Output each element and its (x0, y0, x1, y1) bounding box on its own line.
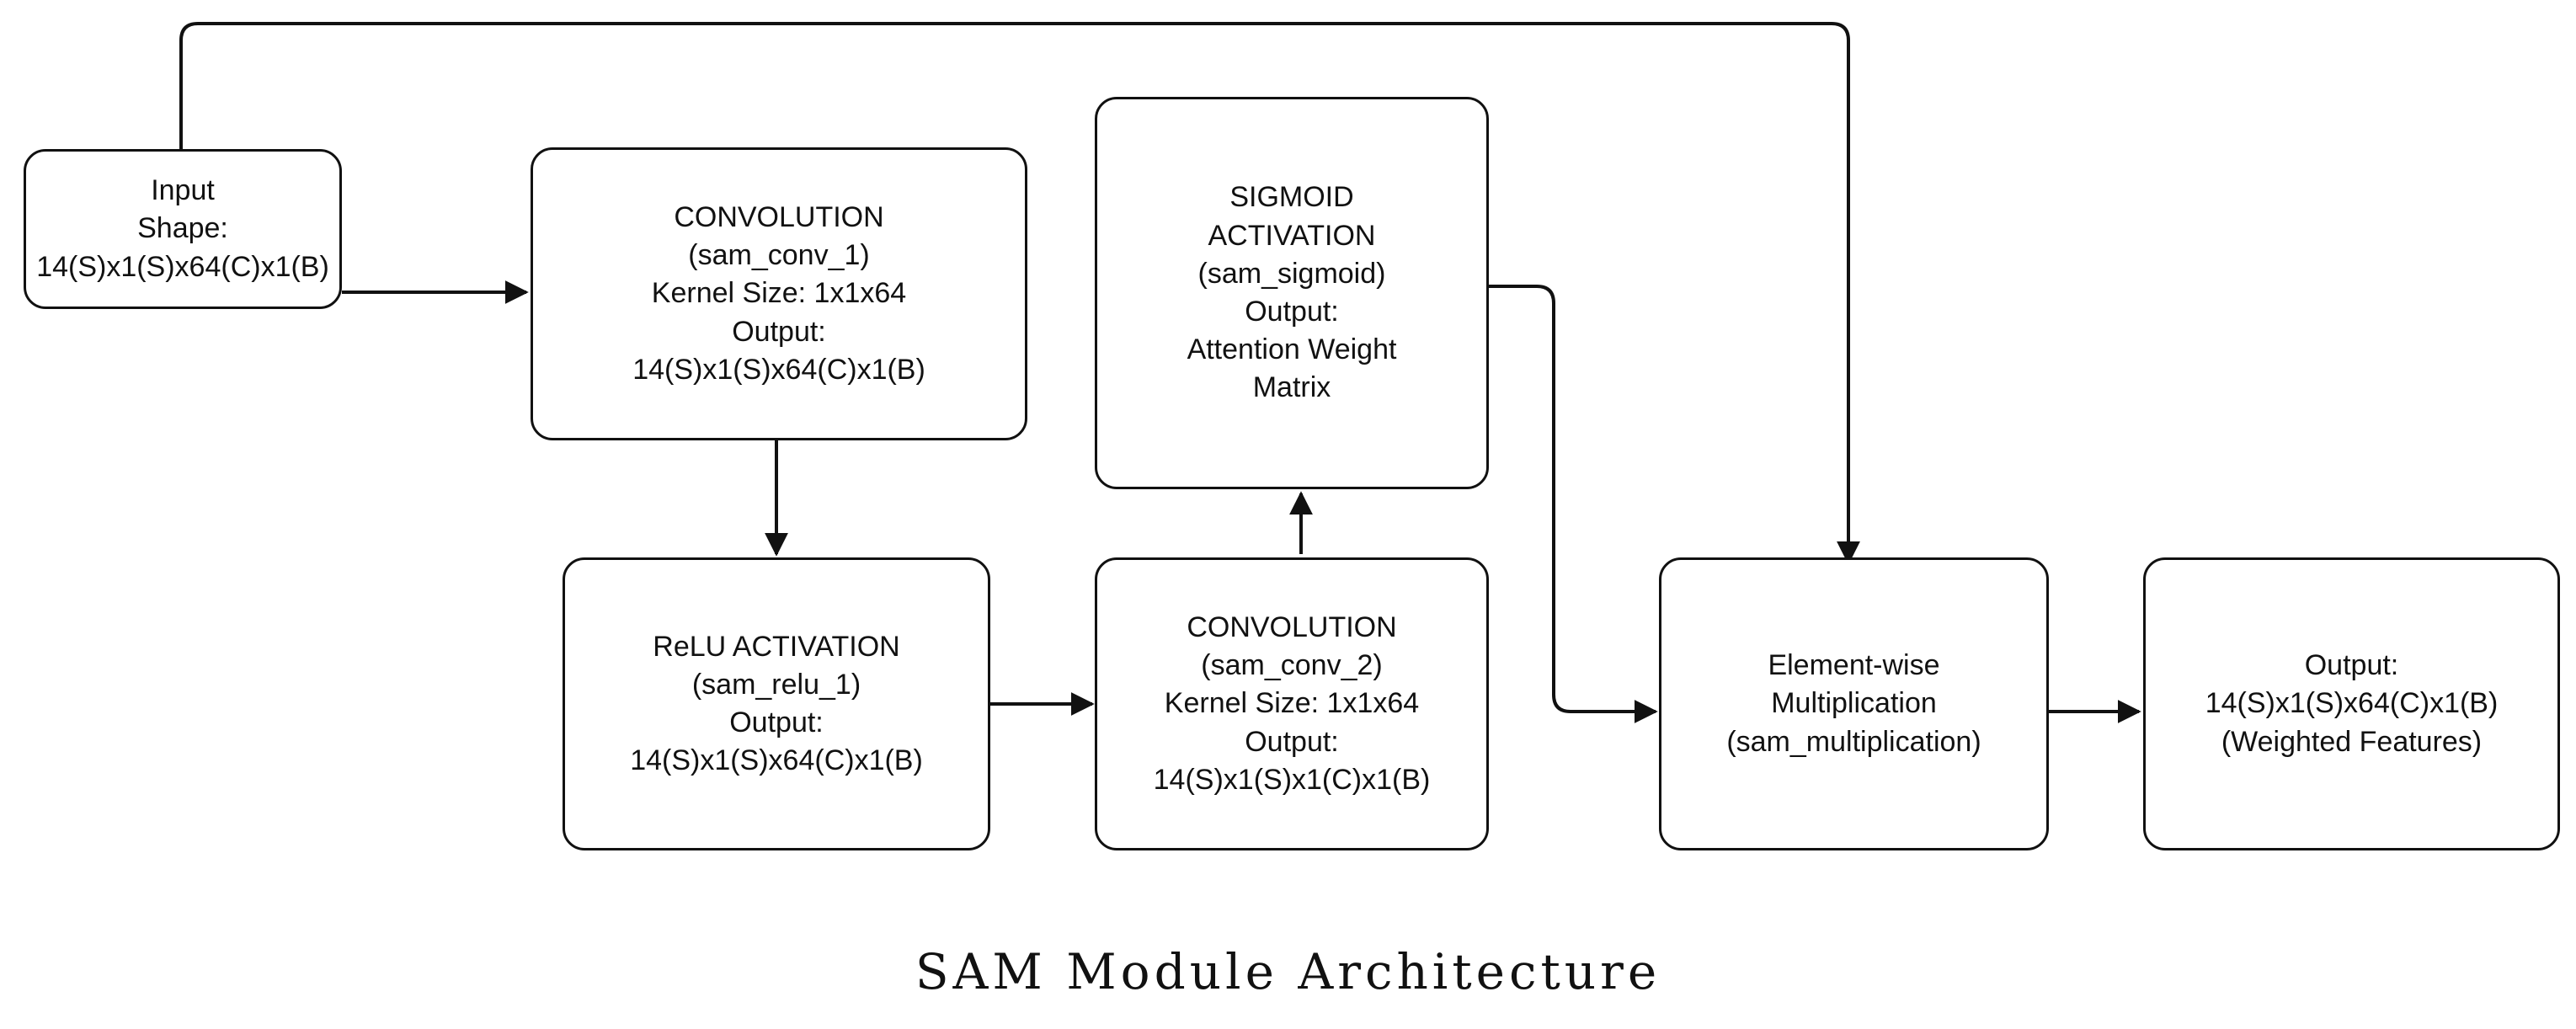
relu-line-2: (sam_relu_1) (691, 668, 861, 701)
conv2-line-3: Kernel Size: 1x1x64 (1164, 687, 1420, 720)
input-node-line-2: Shape: (137, 212, 228, 245)
output-line-3: (Weighted Features) (2221, 725, 2483, 758)
multiplication-line-1: Element-wise (1768, 649, 1940, 682)
sigmoid-line-6: Matrix (1252, 371, 1331, 404)
conv1-line-5: 14(S)x1(S)x64(C)x1(B) (632, 353, 925, 386)
element-wise-multiplication-node[interactable]: Element-wise Multiplication (sam_multipl… (1659, 557, 2049, 850)
diagram-caption: SAM Module Architecture (915, 943, 1661, 1000)
sigmoid-line-2: ACTIVATION (1208, 219, 1376, 252)
sigmoid-line-4: Output: (1245, 296, 1339, 328)
sigmoid-line-1: SIGMOID (1229, 181, 1354, 214)
input-node[interactable]: Input Shape: 14(S)x1(S)x64(C)x1(B) (24, 149, 342, 309)
input-node-line-3: 14(S)x1(S)x64(C)x1(B) (36, 250, 329, 283)
output-line-1: Output: (2304, 649, 2399, 682)
relu-line-3: Output: (729, 706, 824, 738)
conv2-line-5: 14(S)x1(S)x1(C)x1(B) (1153, 763, 1431, 796)
conv2-line-4: Output: (1245, 725, 1339, 758)
multiplication-line-2: Multiplication (1771, 687, 1937, 720)
sigmoid-line-3: (sam_sigmoid) (1197, 257, 1386, 290)
multiplication-line-3: (sam_multiplication) (1726, 725, 1981, 758)
relu-activation-node[interactable]: ReLU ACTIVATION (sam_relu_1) Output: 14(… (563, 557, 990, 850)
relu-line-4: 14(S)x1(S)x64(C)x1(B) (630, 744, 923, 777)
convolution-sam-conv-1-node[interactable]: CONVOLUTION (sam_conv_1) Kernel Size: 1x… (531, 147, 1027, 440)
conv1-line-4: Output: (732, 315, 826, 348)
sigmoid-line-5: Attention Weight (1187, 333, 1397, 366)
input-node-line-1: Input (151, 174, 215, 207)
sigmoid-activation-node[interactable]: SIGMOID ACTIVATION (sam_sigmoid) Output:… (1095, 97, 1489, 489)
output-line-2: 14(S)x1(S)x64(C)x1(B) (2205, 687, 2499, 720)
conv1-line-3: Kernel Size: 1x1x64 (651, 277, 907, 310)
conv2-line-2: (sam_conv_2) (1201, 649, 1383, 682)
output-node[interactable]: Output: 14(S)x1(S)x64(C)x1(B) (Weighted … (2143, 557, 2560, 850)
convolution-sam-conv-2-node[interactable]: CONVOLUTION (sam_conv_2) Kernel Size: 1x… (1095, 557, 1489, 850)
conv2-line-1: CONVOLUTION (1187, 610, 1397, 643)
conv1-line-2: (sam_conv_1) (688, 239, 870, 272)
relu-line-1: ReLU ACTIVATION (653, 630, 900, 663)
edge-sigmoid-to-multiplication (1489, 285, 1658, 723)
conv1-line-1: CONVOLUTION (674, 200, 884, 233)
